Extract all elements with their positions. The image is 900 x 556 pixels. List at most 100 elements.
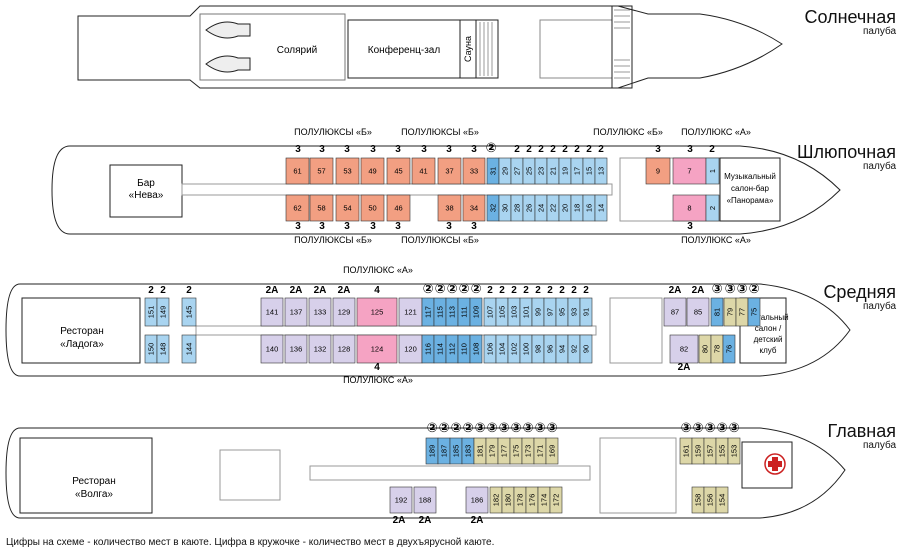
cabin-109[interactable]: 109 — [469, 297, 483, 327]
cabin-box[interactable] — [594, 157, 608, 185]
cabin-136[interactable]: 136 — [284, 334, 308, 364]
cabin-49[interactable]: 49 — [360, 157, 385, 185]
cabin-box[interactable] — [594, 194, 608, 222]
cabin-box[interactable] — [469, 297, 483, 327]
cabin-112[interactable]: 112 — [445, 334, 459, 364]
cabin-141[interactable]: 141 — [260, 297, 284, 327]
cabin-25[interactable]: 25 — [522, 157, 536, 185]
cabin-113[interactable]: 113 — [445, 297, 459, 327]
cabin-92[interactable]: 92 — [567, 334, 581, 364]
cabin-32[interactable]: 32 — [486, 194, 500, 222]
cabin-box[interactable] — [705, 194, 720, 222]
cabin-153[interactable]: 153 — [727, 437, 741, 465]
cabin-28[interactable]: 28 — [510, 194, 524, 222]
cabin-117[interactable]: 117 — [421, 297, 435, 327]
cabin-76[interactable]: 76 — [722, 334, 736, 364]
cabin-box[interactable] — [335, 157, 360, 185]
cabin-87[interactable]: 87 — [663, 297, 687, 327]
cabin-144[interactable]: 144 — [181, 334, 197, 364]
cabin-17[interactable]: 17 — [570, 157, 584, 185]
cabin-182[interactable]: 182 — [489, 486, 503, 514]
cabin-183[interactable]: 183 — [461, 437, 475, 465]
cabin-24[interactable]: 24 — [534, 194, 548, 222]
cabin-18[interactable]: 18 — [570, 194, 584, 222]
cabin-61[interactable]: 61 — [285, 157, 310, 185]
cabin-128[interactable]: 128 — [332, 334, 356, 364]
cabin-132[interactable]: 132 — [308, 334, 332, 364]
cabin-82[interactable]: 82 — [669, 334, 699, 364]
cabin-23[interactable]: 23 — [534, 157, 548, 185]
cabin-77[interactable]: 77 — [735, 297, 749, 327]
cabin-box[interactable] — [672, 157, 707, 185]
cabin-box[interactable] — [285, 194, 310, 222]
cabin-81[interactable]: 81 — [710, 297, 724, 327]
cabin-178[interactable]: 178 — [513, 486, 527, 514]
cabin-175[interactable]: 175 — [509, 437, 523, 465]
cabin-99[interactable]: 99 — [531, 297, 545, 327]
cabin-box[interactable] — [260, 334, 284, 364]
cabin-box[interactable] — [462, 194, 486, 222]
cabin-box[interactable] — [545, 437, 559, 465]
cabin-108[interactable]: 108 — [469, 334, 483, 364]
cabin-115[interactable]: 115 — [433, 297, 447, 327]
cabin-box[interactable] — [284, 334, 308, 364]
cabin-box[interactable] — [389, 486, 413, 514]
cabin-19[interactable]: 19 — [558, 157, 572, 185]
cabin-110[interactable]: 110 — [457, 334, 471, 364]
cabin-15[interactable]: 15 — [582, 157, 596, 185]
cabin-46[interactable]: 46 — [386, 194, 411, 222]
cabin-box[interactable] — [462, 157, 486, 185]
cabin-45[interactable]: 45 — [386, 157, 411, 185]
cabin-box[interactable] — [411, 157, 436, 185]
cabin-box[interactable] — [332, 297, 356, 327]
cabin-34[interactable]: 34 — [462, 194, 486, 222]
cabin-box[interactable] — [672, 194, 707, 222]
cabin-box[interactable] — [579, 297, 593, 327]
cabin-box[interactable] — [465, 486, 489, 514]
cabin-129[interactable]: 129 — [332, 297, 356, 327]
cabin-93[interactable]: 93 — [567, 297, 581, 327]
cabin-78[interactable]: 78 — [710, 334, 724, 364]
cabin-box[interactable] — [181, 297, 197, 327]
cabin-box[interactable] — [705, 157, 720, 185]
cabin-80[interactable]: 80 — [698, 334, 712, 364]
cabin-103[interactable]: 103 — [507, 297, 521, 327]
cabin-186[interactable]: 186 — [465, 486, 489, 514]
cabin-176[interactable]: 176 — [525, 486, 539, 514]
cabin-192[interactable]: 192 — [389, 486, 413, 514]
cabin-133[interactable]: 133 — [308, 297, 332, 327]
cabin-box[interactable] — [722, 334, 736, 364]
cabin-53[interactable]: 53 — [335, 157, 360, 185]
cabin-box[interactable] — [309, 157, 334, 185]
cabin-179[interactable]: 179 — [485, 437, 499, 465]
cabin-94[interactable]: 94 — [555, 334, 569, 364]
cabin-140[interactable]: 140 — [260, 334, 284, 364]
cabin-box[interactable] — [335, 194, 360, 222]
cabin-box[interactable] — [332, 334, 356, 364]
cabin-125[interactable]: 125 — [356, 297, 398, 327]
cabin-box[interactable] — [360, 194, 385, 222]
cabin-box[interactable] — [386, 194, 411, 222]
cabin-box[interactable] — [715, 486, 729, 514]
cabin-62[interactable]: 62 — [285, 194, 310, 222]
cabin-149[interactable]: 149 — [156, 297, 170, 327]
cabin-161[interactable]: 161 — [679, 437, 693, 465]
cabin-box[interactable] — [727, 437, 741, 465]
cabin-8[interactable]: 8 — [672, 194, 707, 222]
cabin-box[interactable] — [386, 157, 411, 185]
cabin-174[interactable]: 174 — [537, 486, 551, 514]
cabin-96[interactable]: 96 — [543, 334, 557, 364]
cabin-box[interactable] — [549, 486, 563, 514]
cabin-95[interactable]: 95 — [555, 297, 569, 327]
cabin-75[interactable]: 75 — [747, 297, 761, 327]
cabin-172[interactable]: 172 — [549, 486, 563, 514]
cabin-120[interactable]: 120 — [398, 334, 423, 364]
cabin-2[interactable]: 2 — [705, 194, 720, 222]
cabin-102[interactable]: 102 — [507, 334, 521, 364]
cabin-145[interactable]: 145 — [181, 297, 197, 327]
cabin-33[interactable]: 33 — [462, 157, 486, 185]
cabin-41[interactable]: 41 — [411, 157, 436, 185]
cabin-20[interactable]: 20 — [558, 194, 572, 222]
cabin-26[interactable]: 26 — [522, 194, 536, 222]
cabin-79[interactable]: 79 — [723, 297, 737, 327]
